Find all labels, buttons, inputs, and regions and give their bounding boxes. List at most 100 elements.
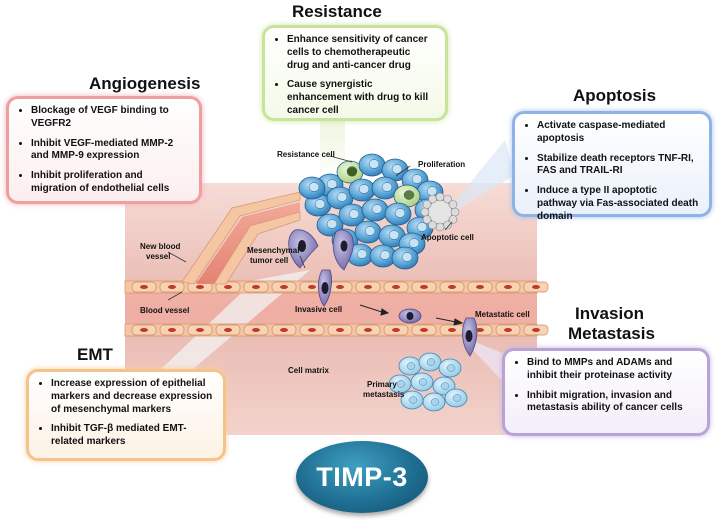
tumor-cell-nucleus bbox=[336, 192, 348, 202]
emt-box: Increase expression of epithelial marker… bbox=[26, 369, 226, 461]
resistance-title: Resistance bbox=[292, 2, 382, 21]
endothelial-nucleus bbox=[420, 285, 428, 289]
endothelial-nucleus bbox=[308, 285, 316, 289]
apoptotic-cell-label: Apoptotic cell bbox=[421, 233, 474, 242]
apoptotic-bleb bbox=[448, 215, 458, 224]
mesenchymal-label-line1: Mesenchymal bbox=[247, 246, 300, 255]
resistance-cell-label: Resistance cell bbox=[277, 150, 335, 159]
apoptotic-bleb bbox=[422, 200, 432, 209]
new-blood-vessel-label-line1: New blood bbox=[140, 242, 181, 251]
apoptosis-item: Induce a type II apoptotic pathway via F… bbox=[537, 185, 699, 223]
invasion-item: Bind to MMPs and ADAMs and inhibit their… bbox=[527, 357, 697, 383]
tumor-cell-nucleus bbox=[326, 179, 338, 189]
mesenchymal-tumor-cell bbox=[288, 229, 354, 271]
resistance-item: Enhance sensitivity of cancer cells to c… bbox=[287, 34, 435, 72]
apoptosis-item: Activate caspase-mediated apoptosis bbox=[537, 120, 699, 146]
tumor-cell-nucleus bbox=[326, 219, 338, 229]
tumor-cell-nucleus bbox=[381, 182, 393, 192]
tumor-cell-nucleus bbox=[371, 204, 383, 214]
metastasis-cell-nucleus bbox=[430, 398, 440, 406]
invasive-cell-label: Invasive cell bbox=[295, 305, 343, 314]
endothelial-nucleus bbox=[196, 328, 204, 332]
angiogenesis-item: Blockage of VEGF binding to VEGFR2 bbox=[31, 105, 189, 131]
tumor-cell-nucleus bbox=[308, 182, 320, 192]
endothelial-nucleus bbox=[364, 328, 372, 332]
metastasis-cell-nucleus bbox=[446, 364, 456, 372]
apoptotic-bleb bbox=[435, 192, 445, 202]
tumor-cell-nucleus bbox=[394, 208, 406, 218]
metastasis-cell-nucleus bbox=[418, 378, 428, 386]
tumor-cell-nucleus bbox=[314, 199, 326, 209]
timp3-badge: TIMP-3 bbox=[296, 441, 428, 513]
apoptotic-bleb bbox=[420, 207, 430, 217]
emt-title: EMT bbox=[77, 345, 113, 364]
apoptosis-title: Apoptosis bbox=[573, 86, 657, 105]
angiogenesis-item: Inhibit VEGF-mediated MMP-2 and MMP-9 ex… bbox=[31, 138, 189, 164]
tumor-cell-nucleus bbox=[411, 174, 423, 184]
angiogenesis-title: Angiogenesis bbox=[89, 74, 201, 93]
endothelial-nucleus bbox=[504, 328, 512, 332]
tumor-cell-nucleus bbox=[401, 252, 413, 262]
endothelial-nucleus bbox=[336, 328, 344, 332]
endothelial-nucleus bbox=[252, 328, 260, 332]
timp3-label: TIMP-3 bbox=[316, 461, 408, 492]
cell-matrix-label: Cell matrix bbox=[288, 366, 329, 375]
tumor-cell-nucleus bbox=[356, 249, 368, 259]
endothelial-nucleus bbox=[392, 328, 400, 332]
angiogenesis-item: Inhibit proliferation and migration of e… bbox=[31, 170, 189, 196]
metastasis-cell-nucleus bbox=[440, 382, 450, 390]
tumor-cell-nucleus bbox=[416, 222, 428, 232]
endothelial-nucleus bbox=[308, 328, 316, 332]
new-blood-vessel-label-line2: vessel bbox=[146, 252, 171, 261]
emt-item: Inhibit TGF-β mediated EMT-related marke… bbox=[51, 423, 213, 449]
angiogenesis-box: Blockage of VEGF binding to VEGFR2 Inhib… bbox=[6, 96, 202, 204]
tumor-cell-nucleus bbox=[391, 164, 403, 174]
endothelial-nucleus bbox=[140, 328, 148, 332]
primary-metastasis-cluster bbox=[388, 352, 468, 412]
invasion-title-line1: Invasion bbox=[575, 304, 644, 323]
resistant-cell-nucleus bbox=[347, 167, 357, 177]
new-blood-vessel bbox=[181, 191, 301, 285]
apoptotic-body bbox=[427, 199, 453, 225]
proliferation-label: Proliferation bbox=[418, 160, 466, 169]
apoptotic-cell bbox=[420, 192, 460, 232]
endothelial-nucleus bbox=[476, 285, 484, 289]
metastasis-cell-nucleus bbox=[452, 394, 462, 402]
endothelial-nucleus bbox=[420, 328, 428, 332]
endothelial-nucleus bbox=[280, 285, 288, 289]
endothelial-nucleus bbox=[336, 285, 344, 289]
metastasis-cell-nucleus bbox=[406, 362, 416, 370]
endothelial-nucleus bbox=[476, 328, 484, 332]
invasion-title-line2: Metastasis bbox=[568, 324, 655, 343]
apoptotic-bleb bbox=[443, 194, 452, 204]
apoptotic-bleb bbox=[450, 207, 460, 217]
tumor-cell-nucleus bbox=[426, 186, 438, 196]
endothelial-nucleus bbox=[504, 285, 512, 289]
apoptotic-bleb bbox=[428, 220, 437, 230]
invasion-item: Inhibit migration, invasion and metastas… bbox=[527, 390, 697, 416]
tumor-cell-nucleus bbox=[403, 190, 415, 200]
endothelial-nucleus bbox=[364, 285, 372, 289]
metastatic-cell bbox=[462, 317, 478, 357]
migration-arrows bbox=[359, 304, 464, 326]
resistance-item: Cause synergistic enhancement with drug … bbox=[287, 79, 435, 117]
tumor-cell-nucleus bbox=[388, 230, 400, 240]
tumor-cell-nucleus bbox=[408, 238, 420, 248]
tumor-cell-nucleus bbox=[358, 184, 370, 194]
metastasis-cell-nucleus bbox=[396, 380, 406, 388]
apoptosis-box: Activate caspase-mediated apoptosis Stab… bbox=[512, 111, 712, 222]
blood-vessel-label: Blood vessel bbox=[140, 306, 190, 315]
primary-metastasis-label-line2: metastasis bbox=[363, 390, 405, 399]
endothelial-nucleus bbox=[224, 285, 232, 289]
endothelial-nucleus bbox=[392, 285, 400, 289]
metastatic-cell-label: Metastatic cell bbox=[475, 310, 530, 319]
endothelial-nucleus bbox=[532, 328, 540, 332]
endothelial-nucleus bbox=[448, 328, 456, 332]
invasion-box: Bind to MMPs and ADAMs and inhibit their… bbox=[502, 348, 710, 436]
apoptotic-bleb bbox=[435, 222, 445, 232]
apoptotic-bleb bbox=[448, 200, 458, 209]
mesenchymal-label-line2: tumor cell bbox=[250, 256, 289, 265]
endothelial-nucleus bbox=[448, 285, 456, 289]
metastasis-cell-nucleus bbox=[408, 396, 418, 404]
